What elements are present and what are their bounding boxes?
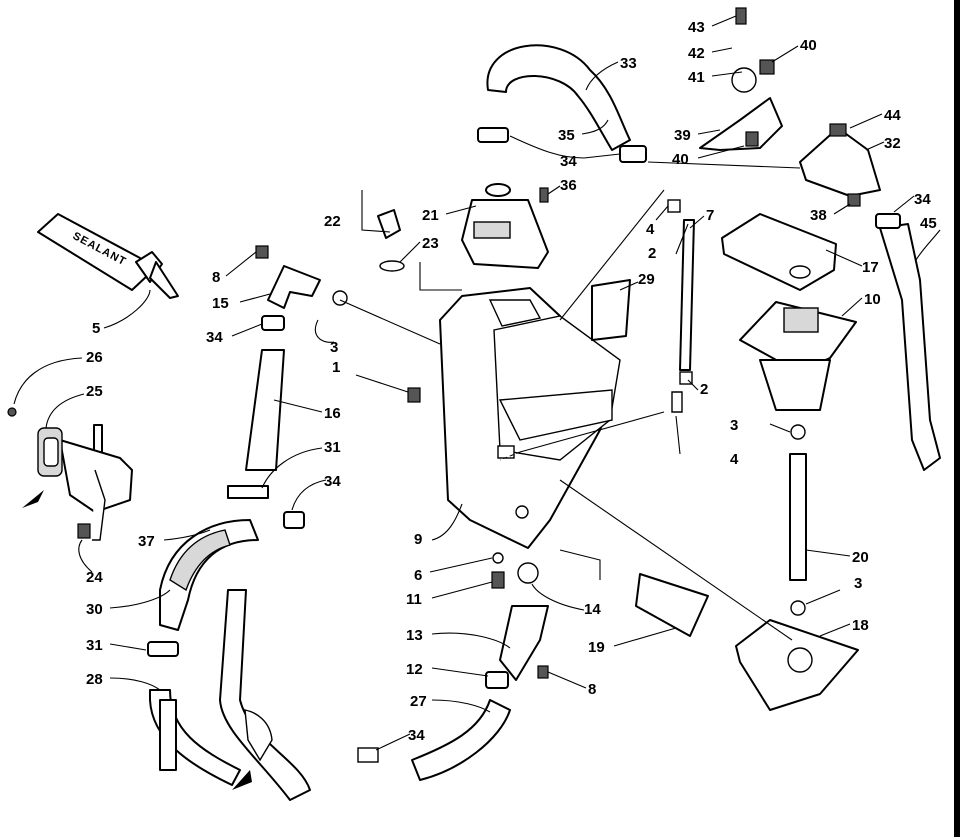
right-border (954, 0, 960, 837)
callout-10: 10 (864, 291, 881, 308)
small-fittings (255, 187, 806, 781)
guide-lines (339, 161, 801, 641)
thermostat-bracket (699, 7, 881, 207)
coolant-hose-left (147, 265, 321, 801)
callout-11: 11 (406, 591, 422, 608)
mount-bracket-assembly (7, 407, 133, 541)
callout-27: 27 (410, 693, 427, 710)
callout-16: 16 (324, 405, 341, 422)
callout-7: 7 (706, 207, 714, 224)
callouts: 1 2 2 3 3 3 4 4 5 6 7 8 8 9 10 11 12 13 (13, 15, 941, 751)
callout-21: 21 (422, 207, 439, 224)
bezel-and-standpipe (721, 213, 859, 711)
callout-8-upper: 8 (212, 269, 220, 286)
callout-43: 43 (688, 19, 705, 36)
callout-40-upper: 40 (800, 37, 817, 54)
callout-34-bottom: 34 (408, 727, 425, 744)
callout-24: 24 (86, 569, 103, 586)
callout-30: 30 (86, 601, 103, 618)
callout-32: 32 (884, 135, 901, 152)
callout-9: 9 (414, 531, 422, 548)
right-hose (875, 213, 941, 471)
callout-25: 25 (86, 383, 103, 400)
callout-28: 28 (86, 671, 103, 688)
callout-44: 44 (884, 107, 901, 124)
callout-5: 5 (92, 320, 100, 337)
callout-8-lower: 8 (588, 681, 596, 698)
callout-23: 23 (422, 235, 439, 252)
callout-6: 6 (414, 567, 422, 584)
callout-18: 18 (852, 617, 869, 634)
callout-42: 42 (688, 45, 705, 62)
callout-15: 15 (212, 295, 229, 312)
callout-33: 33 (620, 55, 637, 72)
callout-26: 26 (86, 349, 103, 366)
callout-31-upper: 31 (324, 439, 341, 456)
callout-39: 39 (674, 127, 691, 144)
expansion-bottle (377, 183, 549, 272)
callout-19: 19 (588, 639, 605, 656)
callout-37: 37 (138, 533, 155, 550)
callout-2-lower: 2 (700, 381, 708, 398)
callout-34-left: 34 (206, 329, 223, 346)
callout-22: 22 (324, 213, 341, 230)
callout-34-right: 34 (914, 191, 931, 208)
callout-29: 29 (638, 271, 655, 288)
callout-36: 36 (560, 177, 577, 194)
callout-2-upper: 2 (648, 245, 656, 262)
coolant-tank (439, 287, 621, 549)
callout-3-mid: 3 (730, 417, 738, 434)
callout-20: 20 (852, 549, 869, 566)
callout-3-lower: 3 (854, 575, 862, 592)
callout-45: 45 (920, 215, 937, 232)
sealant-tube: SEALANT (37, 213, 179, 299)
callout-4-lower: 4 (730, 451, 739, 468)
callout-13: 13 (406, 627, 423, 644)
callout-31-lower: 31 (86, 637, 103, 654)
callout-34-top: 34 (560, 153, 577, 170)
callout-12: 12 (406, 661, 423, 678)
callout-4-upper: 4 (646, 221, 655, 238)
callout-35: 35 (558, 127, 575, 144)
callout-34-mid: 34 (324, 473, 341, 490)
callout-41: 41 (688, 69, 705, 86)
callout-3-left: 3 (330, 339, 338, 356)
upper-hose (477, 44, 647, 163)
callout-40-lower: 40 (672, 151, 689, 168)
callout-17: 17 (862, 259, 879, 276)
callout-38: 38 (810, 207, 827, 224)
callout-1: 1 (332, 359, 340, 376)
callout-14: 14 (584, 601, 601, 618)
